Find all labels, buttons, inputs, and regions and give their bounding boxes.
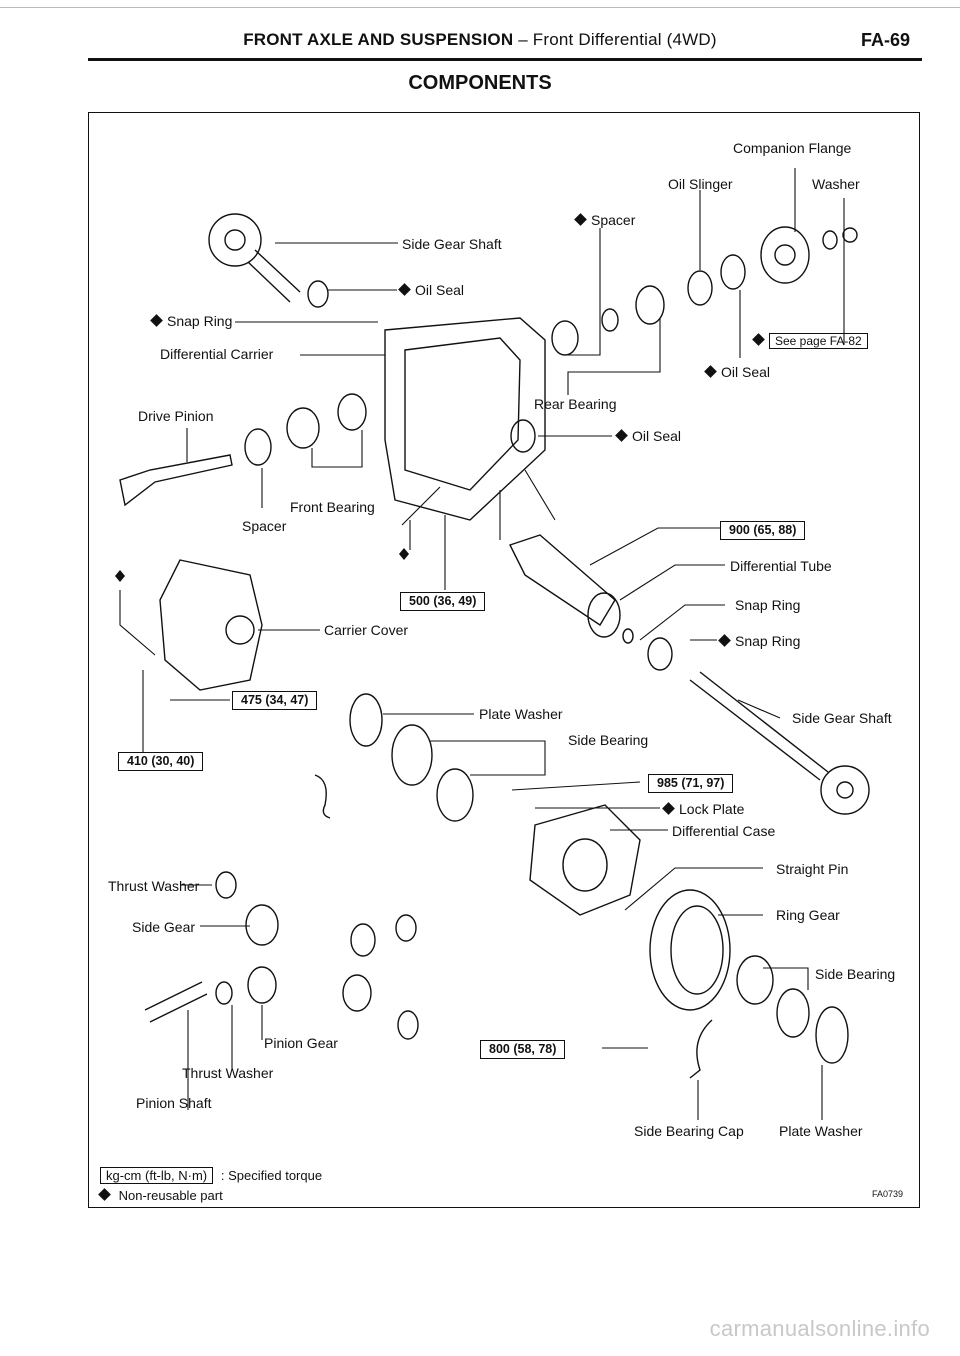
label-rear-bearing: Rear Bearing xyxy=(534,396,617,412)
legend-nonreusable: Non-reusable part xyxy=(98,1188,223,1204)
label-pinion-gear: Pinion Gear xyxy=(264,1035,338,1051)
label-companion-flange: Companion Flange xyxy=(733,140,852,156)
label-carrier-cover: Carrier Cover xyxy=(324,622,409,638)
label-oil-seal-top: Oil Seal xyxy=(398,282,464,298)
ring-gear-part xyxy=(649,889,731,1011)
figure-code: FA0739 xyxy=(872,1189,904,1199)
label-front-bearing: Front Bearing xyxy=(290,499,375,515)
label-plate-washer-bottom: Plate Washer xyxy=(779,1123,863,1139)
thrust-washer-part xyxy=(215,871,237,899)
label-plate-washer-mid: Plate Washer xyxy=(479,706,563,722)
side-bearing-cap-part xyxy=(689,1019,713,1079)
label-thrust-washer-top: Thrust Washer xyxy=(108,878,200,894)
torque-985: 985 (71, 97) xyxy=(648,774,734,793)
nonreusable-icon xyxy=(718,634,731,647)
label-lock-plate: Lock Plate xyxy=(662,801,744,817)
label-oil-seal-right: Oil Seal xyxy=(704,364,770,380)
washer-part xyxy=(822,230,838,250)
nonreusable-icon xyxy=(98,1188,111,1201)
front-bearing-part xyxy=(286,407,320,449)
nonreusable-icon xyxy=(615,429,628,442)
header-rule xyxy=(88,58,922,61)
label-drive-pinion: Drive Pinion xyxy=(138,408,214,424)
label-side-bearing-cap: Side Bearing Cap xyxy=(634,1123,744,1139)
plate-washer-mid-part xyxy=(349,693,383,747)
differential-case-part xyxy=(529,804,641,916)
pinion-gear-part xyxy=(247,966,277,1004)
label-side-gear-shaft-right: Side Gear Shaft xyxy=(792,710,892,726)
page-number: FA-69 xyxy=(860,30,910,50)
side-bearing-right-part xyxy=(736,955,774,1005)
label-side-gear: Side Gear xyxy=(132,919,196,935)
torque-900: 900 (65, 88) xyxy=(720,521,806,540)
companion-flange-part xyxy=(760,226,810,284)
legend-torque-unit: kg-cm (ft-lb, N·m) xyxy=(100,1167,214,1184)
torque-475: 475 (34, 47) xyxy=(232,691,318,710)
label-ring-gear: Ring Gear xyxy=(776,907,840,923)
differential-carrier-part xyxy=(384,317,546,521)
top-rule xyxy=(0,7,960,8)
label-oil-slinger: Oil Slinger xyxy=(668,176,733,192)
label-thrust-washer-bottom: Thrust Washer xyxy=(182,1065,274,1081)
side-gear-part xyxy=(245,904,279,946)
nonreusable-icon xyxy=(704,365,717,378)
pinion-shaft-part xyxy=(144,981,208,1023)
label-spacer-top: Spacer xyxy=(574,212,635,228)
label-snap-ring-left: Snap Ring xyxy=(150,313,232,329)
diagram-frame xyxy=(88,112,920,1208)
oil-seal-top-part xyxy=(307,280,329,308)
label-washer: Washer xyxy=(812,176,860,192)
page-title: FRONT AXLE AND SUSPENSION – Front Differ… xyxy=(243,30,717,49)
label-side-bearing-mid: Side Bearing xyxy=(568,732,649,748)
label-side-bearing-right: Side Bearing xyxy=(815,966,896,982)
drive-pinion-part xyxy=(119,454,233,507)
label-snap-ring-mid: Snap Ring xyxy=(735,597,801,613)
side-bearing-mid-part xyxy=(391,724,433,786)
label-side-gear-shaft-top: Side Gear Shaft xyxy=(402,236,502,252)
rear-bearing-part xyxy=(635,285,665,325)
side-gear-shaft-right-part xyxy=(689,679,821,781)
torque-800: 800 (58, 78) xyxy=(480,1040,566,1059)
section-title: COMPONENTS xyxy=(408,72,552,94)
torque-500: 500 (36, 49) xyxy=(400,592,486,611)
carrier-cover-part xyxy=(159,559,263,691)
differential-tube-part xyxy=(509,534,616,626)
nonreusable-icon xyxy=(574,213,587,226)
label-differential-case: Differential Case xyxy=(672,823,776,839)
legend-torque: kg-cm (ft-lb, N·m) : Specified torque xyxy=(100,1167,322,1184)
nonreusable-icon xyxy=(150,314,163,327)
label-snap-ring-right: Snap Ring xyxy=(718,633,800,649)
label-pinion-shaft: Pinion Shaft xyxy=(136,1095,212,1111)
nonreusable-icon xyxy=(662,802,675,815)
label-spacer-mid: Spacer xyxy=(242,518,287,534)
watermark: carmanualsonline.info xyxy=(709,1316,930,1341)
side-gear-shaft-top-part xyxy=(208,213,301,303)
label-see-page: See page FA-82 xyxy=(752,332,868,349)
label-straight-pin: Straight Pin xyxy=(776,861,849,877)
label-differential-tube: Differential Tube xyxy=(730,558,832,574)
torque-410: 410 (30, 40) xyxy=(118,752,204,771)
nonreusable-icon xyxy=(752,333,765,346)
nonreusable-icon xyxy=(398,283,411,296)
plate-washer-bottom-part xyxy=(815,1006,849,1064)
label-oil-seal-mid: Oil Seal xyxy=(615,428,681,444)
oil-slinger-part xyxy=(687,270,713,306)
label-differential-carrier: Differential Carrier xyxy=(160,346,274,362)
